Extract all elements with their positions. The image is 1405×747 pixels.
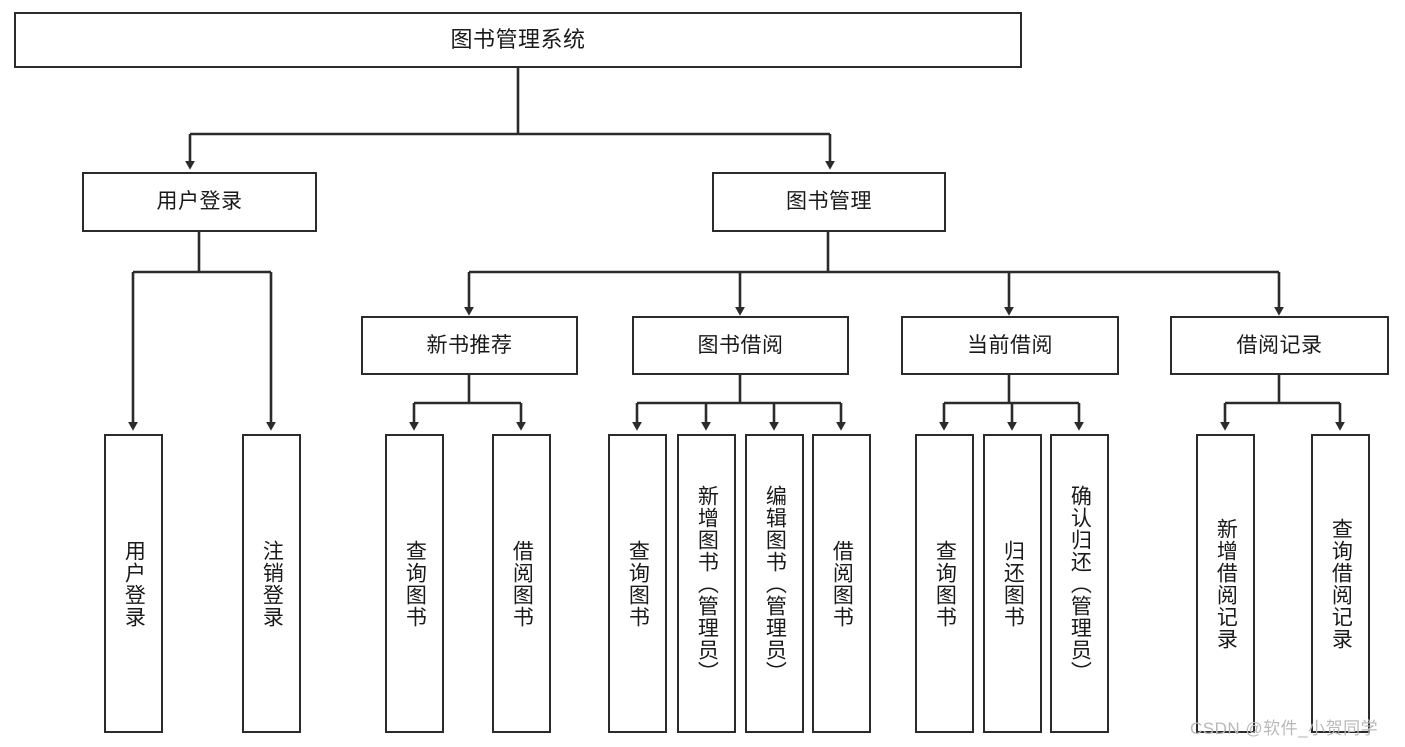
node-leaf-edit-book-label: 编辑图书（管理员） — [763, 484, 787, 683]
node-leaf-borrow-book-1-label: 借阅图书 — [510, 539, 534, 628]
node-root-label: 图书管理系统 — [450, 26, 586, 52]
node-current-borrow[interactable]: 当前借阅 — [901, 316, 1119, 375]
node-new-book-recommend[interactable]: 新书推荐 — [361, 316, 578, 375]
node-leaf-query-book-2[interactable]: 查询图书 — [608, 434, 667, 733]
node-leaf-borrow-book-2[interactable]: 借阅图书 — [812, 434, 871, 733]
node-leaf-user-login[interactable]: 用户登录 — [104, 434, 163, 733]
node-leaf-confirm-return[interactable]: 确认归还（管理员） — [1050, 434, 1109, 733]
node-leaf-confirm-return-label: 确认归还（管理员） — [1068, 484, 1092, 683]
node-leaf-borrow-book-1[interactable]: 借阅图书 — [492, 434, 551, 733]
node-current-borrow-label: 当前借阅 — [967, 333, 1053, 357]
node-leaf-query-book-3-label: 查询图书 — [933, 539, 957, 628]
node-leaf-return-book[interactable]: 归还图书 — [983, 434, 1042, 733]
node-leaf-add-record-label: 新增借阅记录 — [1214, 517, 1238, 650]
node-leaf-edit-book[interactable]: 编辑图书（管理员） — [745, 434, 804, 733]
node-leaf-query-book-2-label: 查询图书 — [626, 539, 650, 628]
node-leaf-logout-login-label: 注销登录 — [260, 539, 284, 628]
node-borrow-record-label: 借阅记录 — [1236, 333, 1323, 357]
node-book-borrow-label: 图书借阅 — [697, 333, 784, 357]
node-leaf-query-book-1[interactable]: 查询图书 — [385, 434, 444, 733]
node-book-borrow[interactable]: 图书借阅 — [632, 316, 849, 375]
node-leaf-query-record-label: 查询借阅记录 — [1329, 517, 1353, 650]
node-leaf-logout-login[interactable]: 注销登录 — [242, 434, 301, 733]
node-leaf-user-login-label: 用户登录 — [122, 539, 146, 628]
node-leaf-query-record[interactable]: 查询借阅记录 — [1311, 434, 1370, 733]
node-user-login[interactable]: 用户登录 — [82, 172, 317, 232]
node-leaf-query-book-3[interactable]: 查询图书 — [915, 434, 974, 733]
node-leaf-borrow-book-2-label: 借阅图书 — [830, 539, 854, 628]
node-new-book-recommend-label: 新书推荐 — [426, 333, 513, 357]
node-leaf-return-book-label: 归还图书 — [1001, 539, 1025, 628]
node-leaf-add-record[interactable]: 新增借阅记录 — [1196, 434, 1255, 733]
csdn-watermark: CSDN @软件_小贺同学 — [1190, 719, 1379, 738]
node-user-login-label: 用户登录 — [156, 190, 243, 214]
node-book-management[interactable]: 图书管理 — [712, 172, 946, 232]
node-borrow-record[interactable]: 借阅记录 — [1170, 316, 1389, 375]
node-root[interactable]: 图书管理系统 — [14, 12, 1022, 68]
node-book-management-label: 图书管理 — [786, 190, 872, 214]
node-leaf-add-book[interactable]: 新增图书（管理员） — [677, 434, 736, 733]
node-leaf-add-book-label: 新增图书（管理员） — [695, 484, 719, 683]
node-leaf-query-book-1-label: 查询图书 — [403, 539, 427, 628]
